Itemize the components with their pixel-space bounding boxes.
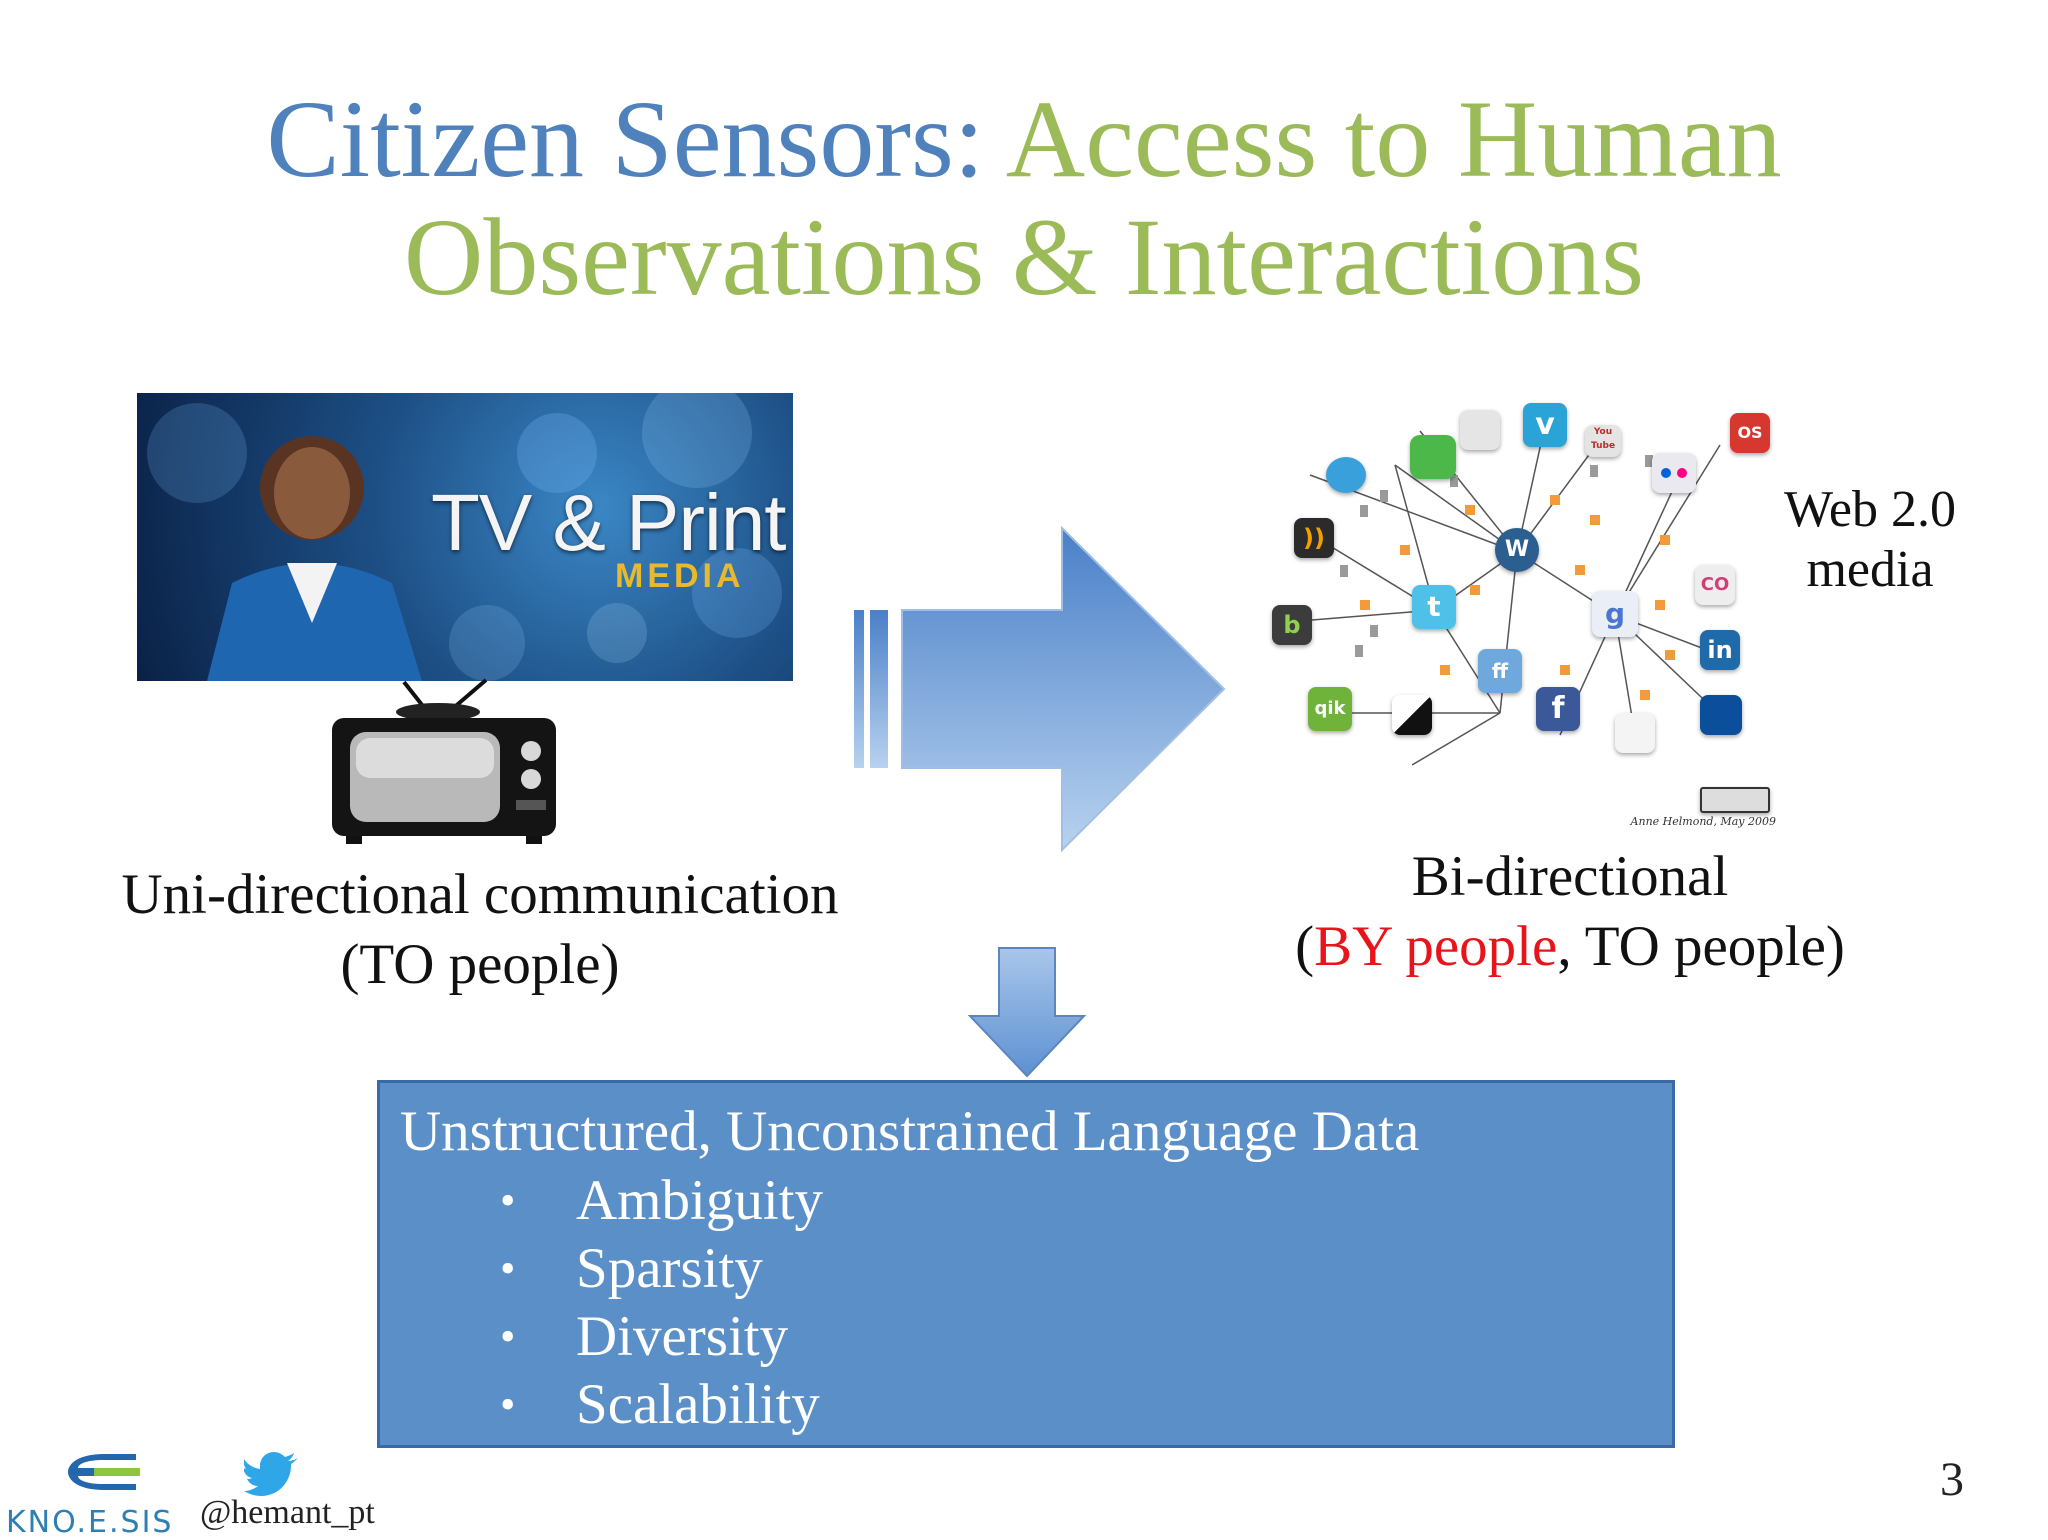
plurk-icon — [1615, 713, 1655, 753]
twitter-bird-icon — [244, 1452, 298, 1496]
opensocial-icon: OS — [1730, 413, 1770, 453]
vimeo-icon: v — [1523, 403, 1567, 447]
list-item-label: Scalability — [576, 1373, 820, 1436]
facebook-icon: f — [1536, 687, 1580, 731]
friendfeed-icon: ff — [1478, 649, 1522, 693]
google-icon: g — [1592, 591, 1638, 637]
by-people-text: BY people — [1314, 915, 1558, 978]
language-data-box: Unstructured, Unconstrained Language Dat… — [377, 1080, 1675, 1448]
twitter-handle: @hemant_pt — [200, 1494, 375, 1531]
right-caption-line2: (BY people, TO people) — [1200, 912, 1940, 982]
open-paren: ( — [1295, 915, 1315, 978]
tv-print-media-image: TV & Print MEDIA — [137, 393, 793, 681]
slideshare-icon — [1460, 410, 1500, 450]
delicious-icon — [1392, 695, 1432, 735]
web20-network-diagram: v You Tube OS W t g CO in qik ff f b )) … — [1260, 395, 1790, 835]
bullet-icon: • — [500, 1244, 516, 1293]
title-part2: Access to Human — [1005, 78, 1782, 200]
blogger-icon: b — [1272, 605, 1312, 645]
rss-icon: )) — [1294, 518, 1334, 558]
twitter-icon: t — [1412, 585, 1456, 629]
right-caption-line1: Bi-directional — [1411, 845, 1729, 908]
title-part1: Citizen Sensors: — [266, 78, 985, 200]
network-credit: Anne Helmond, May 2009 — [1630, 815, 1776, 828]
qik-icon: qik — [1308, 687, 1352, 731]
bullet-icon: • — [500, 1380, 516, 1429]
down-arrow-icon — [967, 947, 1087, 1078]
title-line2: Observations & Interactions — [403, 196, 1645, 318]
creative-commons-icon: CO — [1695, 565, 1735, 605]
list-item-label: Diversity — [576, 1305, 789, 1368]
right-caption: Bi-directional (BY people, TO people) — [1200, 842, 1940, 982]
flickr-icon — [1652, 453, 1696, 493]
youtube-icon: You Tube — [1585, 425, 1621, 457]
list-item: • Ambiguity — [500, 1167, 823, 1235]
list-item: • Scalability — [500, 1371, 823, 1439]
box-heading: Unstructured, Unconstrained Language Dat… — [400, 1100, 1420, 1163]
banner-bokeh — [147, 393, 782, 681]
chat-icon — [1410, 435, 1456, 479]
wordpress-icon: W — [1495, 528, 1539, 572]
right-arrow-icon — [854, 525, 1226, 853]
web20-label: Web 2.0 media — [1760, 480, 1980, 600]
challenge-list: • Ambiguity • Sparsity • Diversity • Scalabi… — [500, 1167, 823, 1439]
page-number: 3 — [1940, 1453, 1964, 1506]
myspace-icon — [1700, 695, 1742, 735]
television-icon — [332, 678, 556, 844]
to-people-text: , TO people) — [1557, 915, 1845, 978]
left-caption-line2: (TO people) — [340, 933, 620, 996]
list-item-label: Sparsity — [576, 1237, 763, 1300]
skype-icon — [1326, 457, 1366, 493]
web20-label-line1: Web 2.0 — [1784, 481, 1956, 538]
media-text: MEDIA — [615, 557, 745, 595]
cc-license-icon — [1700, 787, 1770, 813]
list-item-label: Ambiguity — [576, 1169, 824, 1232]
knoesis-logo-icon — [68, 1454, 140, 1490]
tv-print-text: TV & Print — [431, 478, 787, 567]
slide-title: Citizen Sensors: Access to Human Observa… — [0, 80, 2048, 316]
list-item: • Sparsity — [500, 1235, 823, 1303]
left-caption: Uni-directional communication (TO people… — [50, 860, 910, 1000]
bullet-icon: • — [500, 1176, 516, 1225]
web20-label-line2: media — [1806, 541, 1934, 598]
left-caption-line1: Uni-directional communication — [121, 863, 839, 926]
bullet-icon: • — [500, 1312, 516, 1361]
knoesis-logo-text: KNO.E.SIS — [6, 1505, 174, 1540]
linkedin-icon: in — [1700, 630, 1740, 670]
list-item: • Diversity — [500, 1303, 823, 1371]
